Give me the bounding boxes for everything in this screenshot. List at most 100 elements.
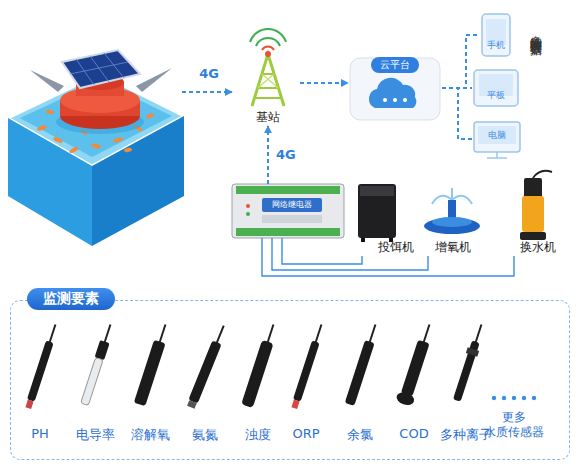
sensor-probes	[49, 324, 55, 343]
pond-illustration	[53, 136, 64, 144]
sensor-probes	[24, 323, 59, 409]
sensor-name: COD	[386, 426, 442, 441]
controller-icon	[262, 198, 322, 212]
buoy-station	[104, 53, 124, 78]
node-text: 网络继电器	[262, 199, 322, 211]
sensor-probes	[80, 323, 115, 406]
sensor-probes	[451, 323, 487, 403]
pond-illustration	[8, 74, 184, 246]
network-controller: 网络继电器	[232, 184, 344, 238]
feeder-icon	[360, 186, 394, 196]
sensor-probes	[267, 324, 273, 343]
base-station: 基站	[236, 40, 300, 126]
pond-illustration	[69, 146, 80, 154]
more-dots	[502, 396, 506, 400]
controller-icon	[236, 186, 340, 194]
pond-illustration	[113, 137, 124, 143]
data-link	[267, 126, 269, 184]
sensor-probes	[24, 322, 487, 410]
feeder-icon	[358, 184, 396, 242]
pump-icon	[533, 171, 552, 178]
pump-machine: 换水机	[506, 174, 570, 256]
sensor-probes	[134, 340, 166, 406]
phone-device: 手机	[480, 12, 512, 58]
sensor-probes	[466, 347, 479, 356]
more-sensors-note: 更多 水质传感器	[478, 410, 550, 440]
cloud-icon	[383, 98, 387, 102]
sensor-probes	[293, 340, 320, 401]
sensor-probes	[159, 324, 165, 343]
node-text: 基站	[236, 109, 300, 126]
controller-icon	[232, 184, 344, 238]
sensor-name: PH	[12, 426, 68, 441]
buoy-station	[62, 50, 140, 88]
pond-illustration	[37, 124, 48, 131]
cloud-icon	[350, 58, 440, 120]
sensor-name: ORP	[278, 426, 334, 441]
more-dots	[512, 396, 516, 400]
sensor-probes	[395, 322, 438, 407]
feeder-icon	[358, 184, 396, 238]
sensor-probes	[475, 324, 481, 343]
tower-icon	[252, 54, 284, 106]
tower-icon	[265, 51, 271, 57]
more-dots	[492, 396, 536, 400]
tower-icon	[258, 74, 278, 88]
sensor-probes	[188, 340, 221, 403]
buoy-station	[70, 62, 128, 74]
sensor-probes	[345, 340, 375, 406]
buoy-station	[136, 68, 172, 92]
device-icons	[487, 157, 507, 159]
terminal-note: 多终端控制查看数据	[526, 26, 544, 35]
tower-icon	[250, 29, 286, 106]
sensor-probes	[216, 326, 223, 345]
node-text: 电脑	[472, 129, 522, 142]
sensor-probes	[95, 340, 110, 360]
tower-icon	[256, 38, 280, 46]
control-wire	[272, 238, 428, 270]
cloud-icon	[350, 58, 440, 120]
sensor-probes	[453, 340, 480, 401]
aerator-machine: 增氧机	[420, 186, 486, 256]
data-link	[442, 35, 480, 88]
sensor-probes	[25, 400, 33, 409]
sensor-probes	[187, 400, 197, 409]
network-label: 4G	[194, 66, 224, 81]
sensor-probes	[104, 324, 110, 343]
pond-illustration	[124, 147, 133, 152]
cloud-icon	[403, 98, 407, 102]
more-dots	[492, 396, 496, 400]
sensor-probes	[241, 323, 279, 408]
aerator-icon	[424, 188, 480, 234]
data-link	[442, 88, 472, 139]
feeder-icon	[361, 238, 365, 242]
buoy-station	[30, 50, 172, 134]
node-text: 增氧机	[420, 239, 486, 256]
pump-icon	[522, 196, 544, 232]
node-text: 云平台	[371, 57, 419, 73]
controller-icon	[246, 204, 250, 208]
aerator-icon	[424, 218, 480, 234]
node-text: 监测要素	[27, 288, 115, 310]
feeder-machine: 投饵机	[354, 178, 414, 256]
node-text: 手机	[480, 39, 512, 52]
controller-icon	[232, 184, 344, 238]
pump-icon	[520, 232, 546, 240]
more-dots	[522, 396, 526, 400]
sensor-probes	[290, 323, 325, 409]
aerator-icon	[432, 217, 472, 227]
sensor-probes	[81, 357, 103, 405]
buoy-station	[30, 70, 64, 92]
more-dots	[532, 396, 536, 400]
controller-icon	[262, 215, 322, 223]
pond-illustration	[146, 112, 155, 119]
pump-icon	[524, 178, 542, 198]
tower-icon	[256, 74, 280, 98]
sensor-probes	[291, 400, 299, 409]
node-text: 平板	[472, 89, 520, 102]
pond-illustration	[8, 118, 92, 246]
